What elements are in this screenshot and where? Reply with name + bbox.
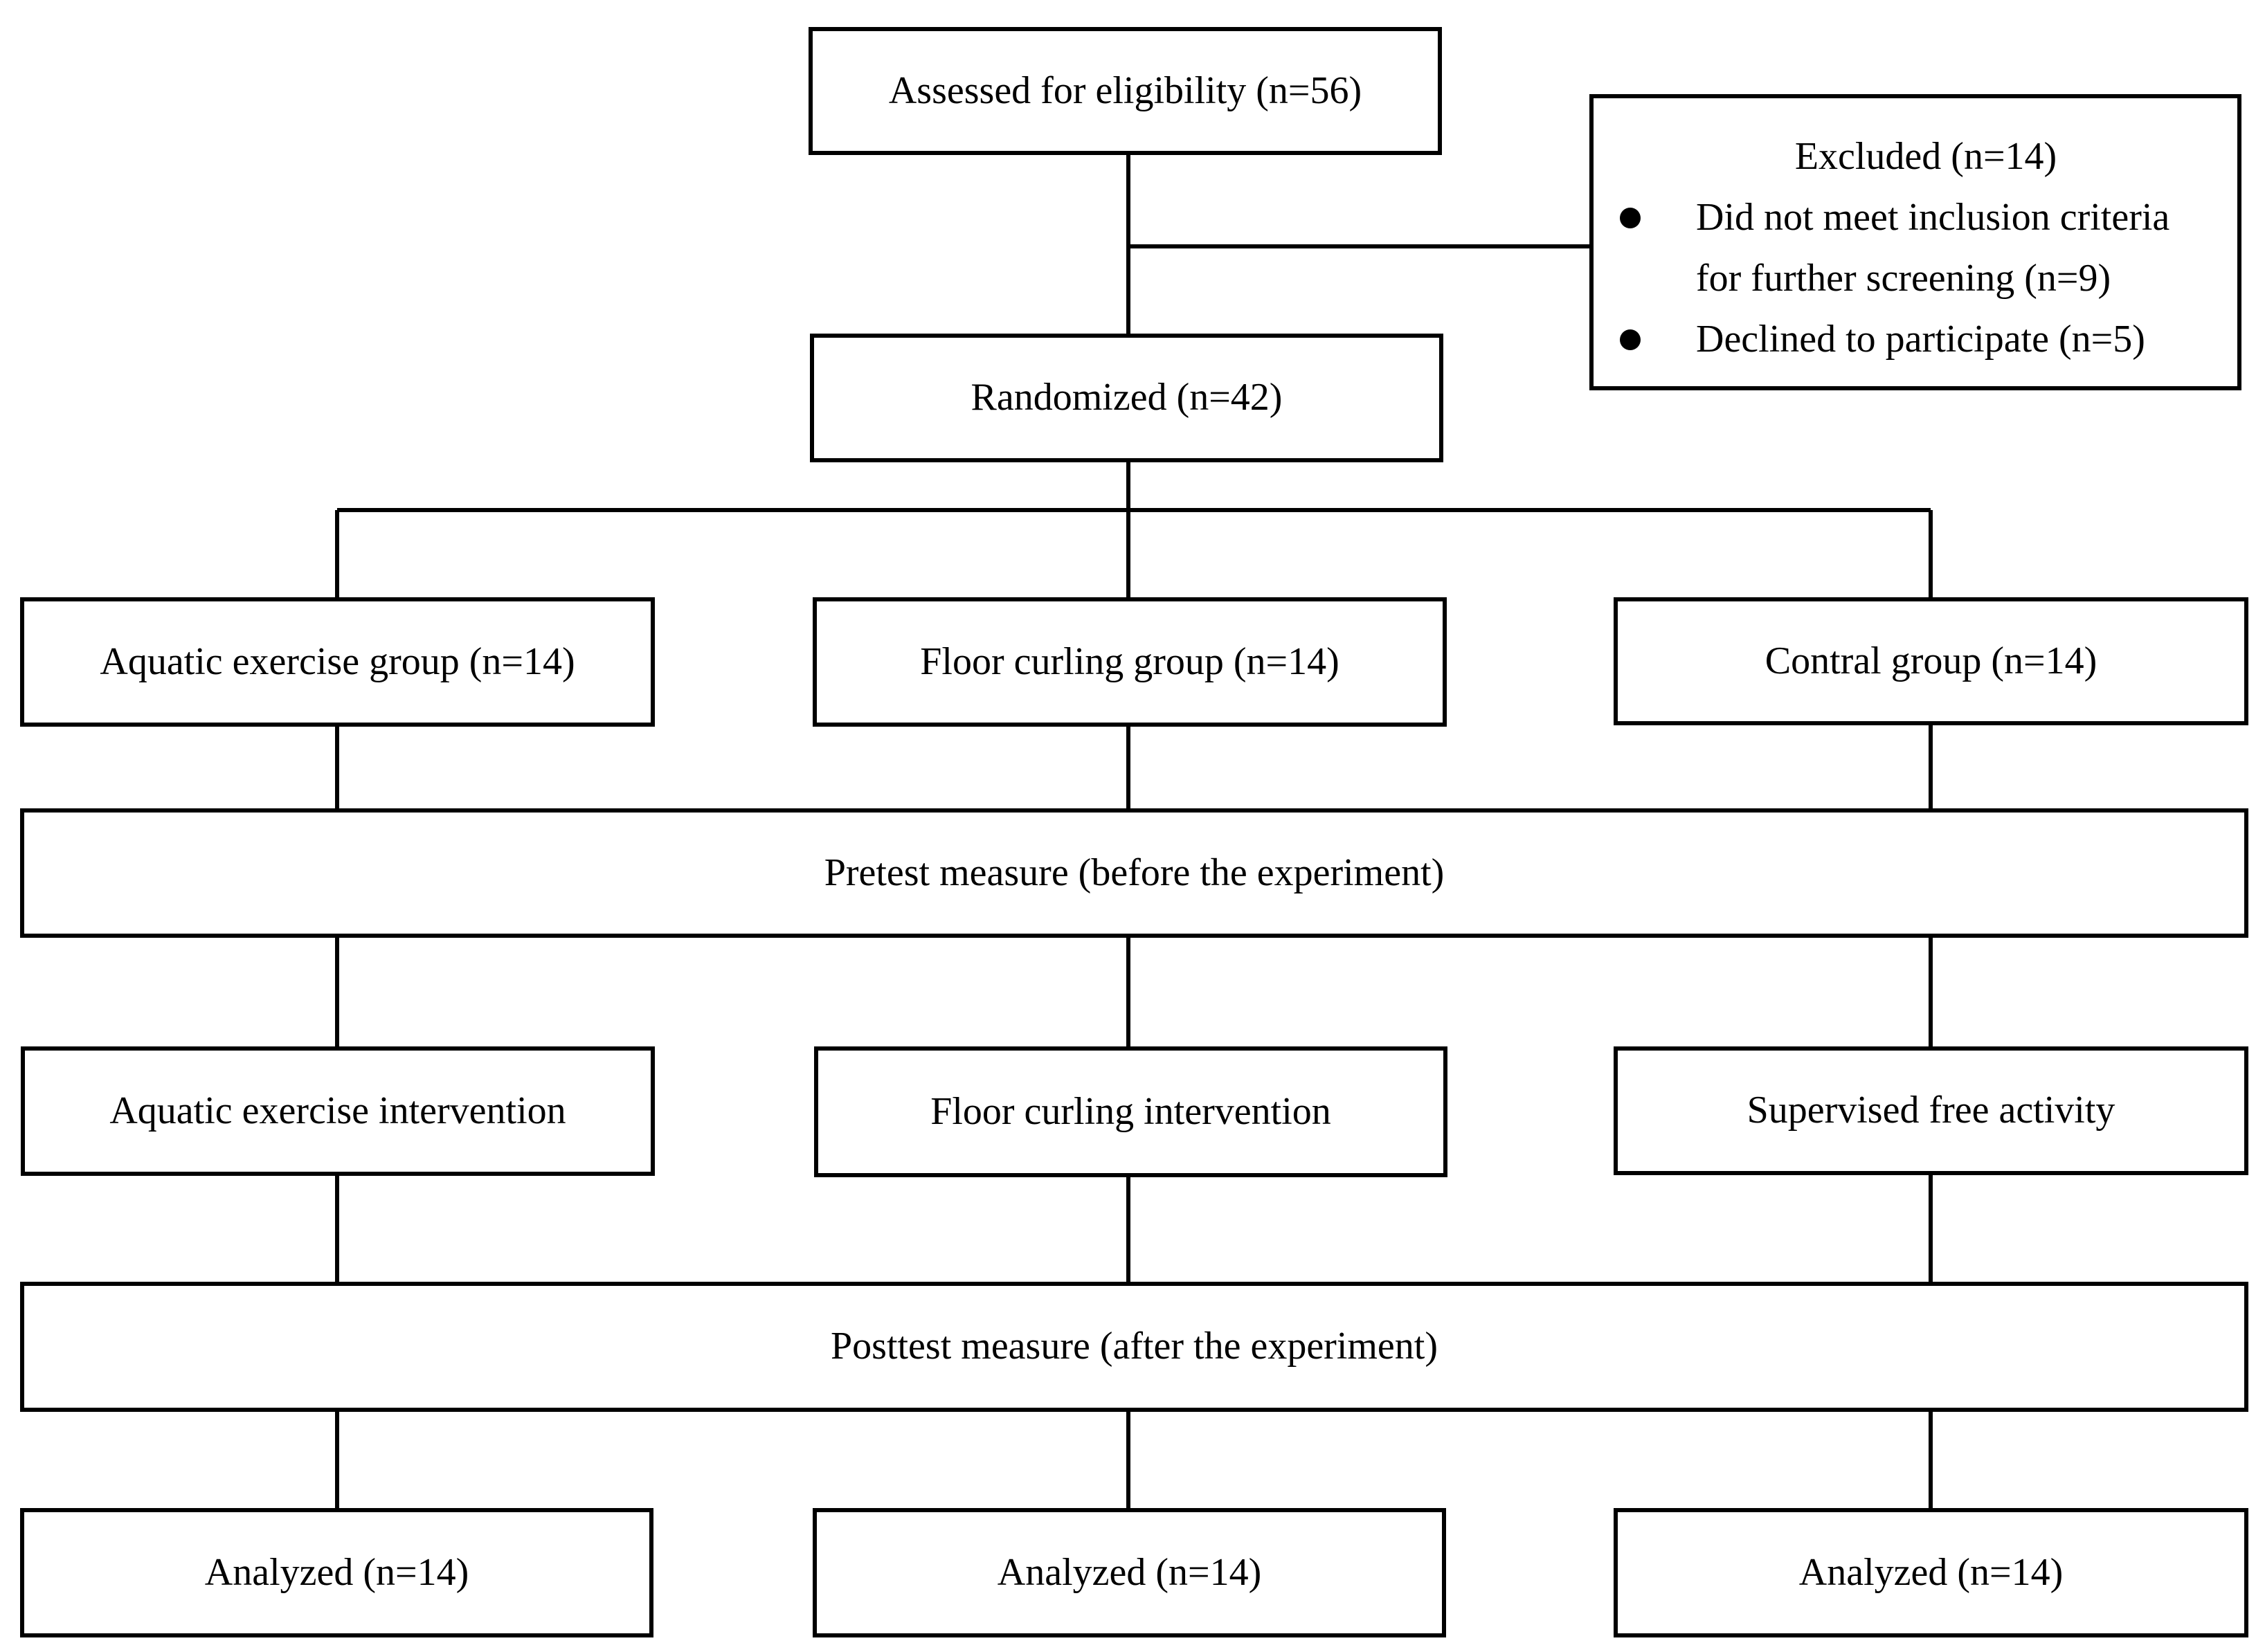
excluded-item-criteria-line2: for further screening (n=9) — [1696, 257, 2111, 300]
analyzed-label-aquatic: Analyzed (n=14) — [204, 1550, 469, 1594]
intervention-box-control: Supervised free activity — [1614, 1046, 2248, 1175]
excluded-item-criteria: Did not meet inclusion criteria for furt… — [1594, 187, 2237, 309]
posttest-box: Posttest measure (after the experiment) — [20, 1282, 2248, 1412]
randomized-label: Randomized (n=42) — [971, 376, 1283, 419]
pretest-label: Pretest measure (before the experiment) — [824, 851, 1445, 894]
analyzed-box-floor-curling: Analyzed (n=14) — [813, 1508, 1446, 1637]
group-label-control: Contral group (n=14) — [1765, 639, 2097, 682]
randomized-box: Randomized (n=42) — [810, 334, 1443, 462]
analyzed-label-control: Analyzed (n=14) — [1798, 1550, 2064, 1594]
analyzed-label-floor-curling: Analyzed (n=14) — [997, 1550, 1262, 1594]
assessed-label: Assessed for eligibility (n=56) — [888, 69, 1362, 112]
intervention-label-floor-curling: Floor curling intervention — [930, 1089, 1331, 1133]
excluded-item-criteria-line1: Did not meet inclusion criteria — [1696, 196, 2170, 239]
group-box-control: Contral group (n=14) — [1614, 597, 2248, 725]
posttest-label: Posttest measure (after the experiment) — [831, 1325, 1438, 1368]
bullet-icon — [1620, 329, 1641, 350]
excluded-box: Excluded (n=14) Did not meet inclusion c… — [1589, 94, 2241, 390]
group-box-aquatic: Aquatic exercise group (n=14) — [20, 597, 655, 727]
group-box-floor-curling: Floor curling group (n=14) — [813, 597, 1447, 727]
intervention-label-control: Supervised free activity — [1747, 1089, 2115, 1132]
analyzed-box-aquatic: Analyzed (n=14) — [20, 1508, 653, 1637]
assessed-box: Assessed for eligibility (n=56) — [809, 27, 1442, 155]
excluded-title: Excluded (n=14) — [1794, 135, 2057, 178]
group-label-aquatic: Aquatic exercise group (n=14) — [100, 639, 575, 683]
excluded-item-declined: Declined to participate (n=5) — [1594, 309, 2237, 370]
pretest-box: Pretest measure (before the experiment) — [20, 808, 2248, 938]
intervention-label-aquatic: Aquatic exercise intervention — [109, 1089, 566, 1132]
excluded-item-declined-line1: Declined to participate (n=5) — [1696, 318, 2145, 361]
intervention-box-floor-curling: Floor curling intervention — [814, 1046, 1447, 1177]
analyzed-box-control: Analyzed (n=14) — [1614, 1508, 2248, 1637]
group-label-floor-curling: Floor curling group (n=14) — [920, 639, 1339, 683]
intervention-box-aquatic: Aquatic exercise intervention — [21, 1046, 655, 1176]
bullet-icon — [1620, 208, 1641, 228]
